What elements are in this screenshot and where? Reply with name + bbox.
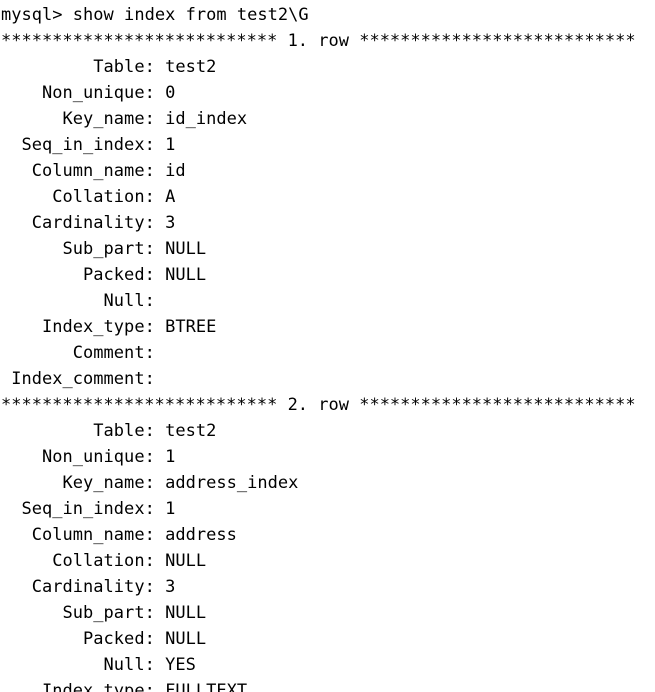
field-value: test2 xyxy=(154,421,217,441)
field-value: id_index xyxy=(154,109,248,129)
field-value: test2 xyxy=(154,57,217,77)
field-line: Sub_part: NULL xyxy=(1,600,655,626)
field-label: Non_unique: xyxy=(1,447,155,467)
field-value: 1 xyxy=(154,447,176,467)
field-value: NULL xyxy=(154,265,207,285)
field-line: Packed: NULL xyxy=(1,262,655,288)
field-label: Packed: xyxy=(1,265,155,285)
field-line: Column_name: address xyxy=(1,522,655,548)
field-line: Key_name: id_index xyxy=(1,106,655,132)
field-value: id xyxy=(154,161,186,181)
field-value: 1 xyxy=(154,135,176,155)
field-line: Collation: NULL xyxy=(1,548,655,574)
field-value: FULLTEXT xyxy=(154,681,248,692)
field-value: 3 xyxy=(154,577,176,597)
field-value: NULL xyxy=(154,629,207,649)
field-value: NULL xyxy=(154,603,207,623)
result-rows-container: *************************** 1. row *****… xyxy=(1,28,655,692)
field-label: Key_name: xyxy=(1,109,155,129)
field-line: Comment: xyxy=(1,340,655,366)
field-line: Null: YES xyxy=(1,652,655,678)
field-line: Cardinality: 3 xyxy=(1,574,655,600)
field-value: A xyxy=(154,187,176,207)
field-line: Index_type: BTREE xyxy=(1,314,655,340)
field-label: Column_name: xyxy=(1,161,155,181)
field-line: Packed: NULL xyxy=(1,626,655,652)
field-label: Non_unique: xyxy=(1,83,155,103)
field-label: Cardinality: xyxy=(1,577,155,597)
field-value: NULL xyxy=(154,551,207,571)
field-line: Index_type: FULLTEXT xyxy=(1,678,655,692)
field-value: 3 xyxy=(154,213,176,233)
field-label: Table: xyxy=(1,57,155,77)
field-label: Sub_part: xyxy=(1,239,155,259)
field-line: Key_name: address_index xyxy=(1,470,655,496)
field-label: Seq_in_index: xyxy=(1,135,155,155)
field-line: Table: test2 xyxy=(1,418,655,444)
field-label: Null: xyxy=(1,291,155,311)
field-label: Sub_part: xyxy=(1,603,155,623)
field-label: Index_comment: xyxy=(1,369,155,389)
field-label: Null: xyxy=(1,655,155,675)
field-line: Index_comment: xyxy=(1,366,655,392)
command-prompt-line: mysql> show index from test2\G xyxy=(1,5,309,25)
field-line: Cardinality: 3 xyxy=(1,210,655,236)
field-line: Column_name: id xyxy=(1,158,655,184)
field-value: YES xyxy=(154,655,196,675)
field-line: Non_unique: 0 xyxy=(1,80,655,106)
field-line: Collation: A xyxy=(1,184,655,210)
field-value: NULL xyxy=(154,239,207,259)
field-value: BTREE xyxy=(154,317,217,337)
row-separator: *************************** 2. row *****… xyxy=(1,395,636,415)
field-value: 0 xyxy=(154,83,176,103)
field-label: Seq_in_index: xyxy=(1,499,155,519)
field-label: Collation: xyxy=(1,187,155,207)
row-separator: *************************** 1. row *****… xyxy=(1,31,636,51)
field-label: Table: xyxy=(1,421,155,441)
field-line: Null: xyxy=(1,288,655,314)
field-line: Table: test2 xyxy=(1,54,655,80)
field-label: Key_name: xyxy=(1,473,155,493)
field-line: Seq_in_index: 1 xyxy=(1,496,655,522)
field-value: address xyxy=(154,525,237,545)
field-line: Non_unique: 1 xyxy=(1,444,655,470)
field-label: Collation: xyxy=(1,551,155,571)
field-value: address_index xyxy=(154,473,299,493)
field-label: Index_type: xyxy=(1,681,155,692)
field-line: Sub_part: NULL xyxy=(1,236,655,262)
field-label: Index_type: xyxy=(1,317,155,337)
field-label: Packed: xyxy=(1,629,155,649)
field-label: Comment: xyxy=(1,343,155,363)
field-line: Seq_in_index: 1 xyxy=(1,132,655,158)
field-label: Cardinality: xyxy=(1,213,155,233)
field-value: 1 xyxy=(154,499,176,519)
field-label: Column_name: xyxy=(1,525,155,545)
